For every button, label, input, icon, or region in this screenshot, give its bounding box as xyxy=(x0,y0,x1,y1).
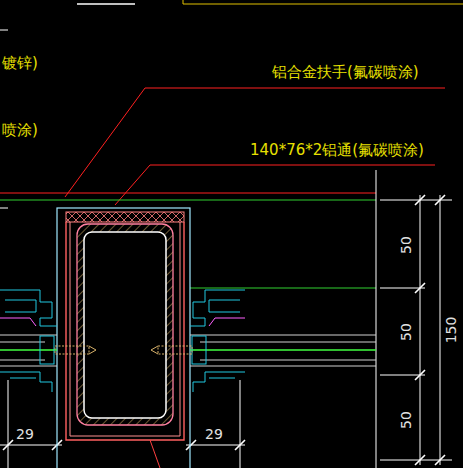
glazing-profile xyxy=(0,290,57,392)
tube-wall-hatch xyxy=(77,224,173,425)
line-fragment xyxy=(0,208,8,209)
reference-line xyxy=(0,200,376,201)
leader-line xyxy=(65,88,445,197)
glazing-profile xyxy=(190,290,376,392)
dimension-text: 50 xyxy=(399,236,413,254)
leader-line xyxy=(115,165,435,205)
aluminium-tube xyxy=(77,224,173,425)
line-fragment xyxy=(77,3,135,5)
dimension-text: 150 xyxy=(444,317,458,344)
material-note: 镀锌) xyxy=(2,56,38,71)
handrail-profile xyxy=(66,222,184,440)
dimension-text: 50 xyxy=(399,323,413,341)
handrail-profile xyxy=(70,222,180,436)
handrail-cap xyxy=(66,212,184,222)
dimension-text: 29 xyxy=(16,427,34,441)
reference-line xyxy=(0,193,376,194)
reference-line xyxy=(190,288,376,289)
line-fragment xyxy=(183,0,463,4)
dimension-text: 29 xyxy=(205,427,223,441)
aluminium-tube-inner xyxy=(84,232,166,418)
handrail-outline xyxy=(57,208,190,468)
screw xyxy=(55,346,192,354)
part-label: 铝合金扶手(氟碳喷涂) xyxy=(272,65,419,80)
part-label: 140*76*2铝通(氟碳喷涂) xyxy=(250,143,424,158)
dimension-lines xyxy=(376,170,452,468)
dimension-text: 50 xyxy=(399,411,413,429)
line-fragment xyxy=(0,30,8,31)
line-fragment xyxy=(150,440,160,468)
material-note: 喷涂) xyxy=(2,123,38,138)
